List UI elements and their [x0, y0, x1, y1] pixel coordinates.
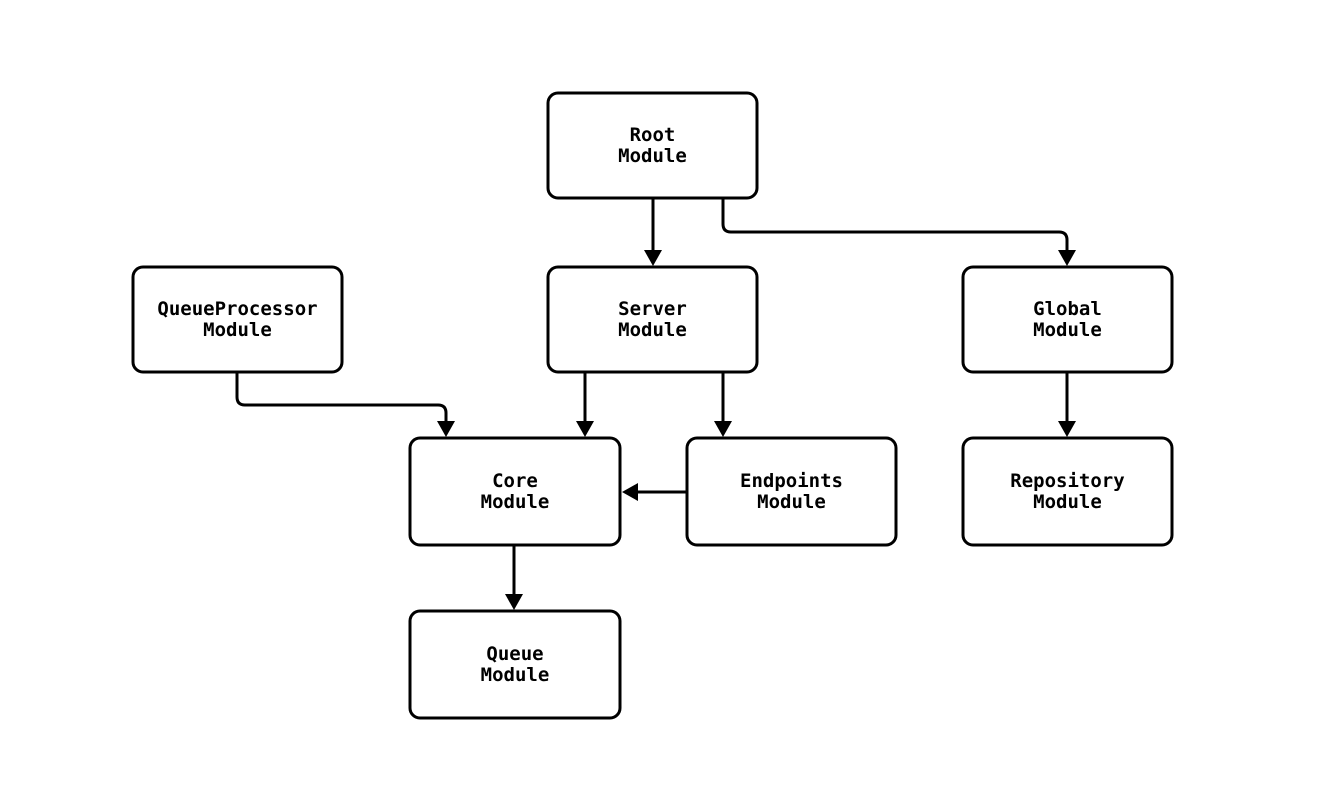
edge-server-to-endpoints: [714, 372, 732, 437]
node-label-line: Module: [1033, 319, 1102, 341]
node-label-line: Endpoints: [740, 470, 843, 492]
node-box: [961, 265, 1174, 374]
node-box: [961, 436, 1174, 547]
edge-root-to-global: [721, 198, 1076, 266]
node-label-line: Module: [618, 319, 687, 341]
node-label-line: QueueProcessor: [157, 298, 317, 320]
node-box: [131, 265, 344, 374]
arrowhead-icon: [622, 483, 638, 501]
edge-global-to-repository: [1058, 372, 1076, 437]
edge-server-to-core: [576, 372, 594, 437]
node-label-line: Server: [618, 298, 687, 320]
node-box: [408, 436, 622, 547]
arrowhead-icon: [505, 594, 523, 610]
arrowhead-icon: [437, 421, 455, 437]
edge-line: [721, 198, 1069, 250]
node-label-line: Root: [630, 124, 676, 146]
node-label-line: Queue: [486, 643, 543, 665]
edge-queueprocessor-to-core: [235, 372, 455, 437]
arrowhead-icon: [644, 250, 662, 266]
node-label-line: Module: [481, 664, 550, 686]
node-label-line: Module: [757, 491, 826, 513]
edge-endpoints-to-core: [622, 483, 687, 501]
arrowhead-icon: [576, 421, 594, 437]
node-label-line: Module: [481, 491, 550, 513]
arrowhead-icon: [1058, 250, 1076, 266]
edge-line: [235, 372, 448, 421]
edge-core-to-queue: [505, 545, 523, 610]
node-box: [685, 436, 898, 547]
node-label-line: Module: [618, 145, 687, 167]
node-box: [546, 91, 759, 200]
node-label-line: Module: [1033, 491, 1102, 513]
node-label-line: Repository: [1010, 470, 1124, 492]
node-label-line: Global: [1033, 298, 1102, 320]
node-box: [546, 265, 759, 374]
arrowhead-icon: [1058, 421, 1076, 437]
node-box: [408, 609, 622, 720]
arrowhead-icon: [714, 421, 732, 437]
node-label-line: Core: [492, 470, 538, 492]
edge-root-to-server: [644, 198, 662, 266]
node-label-line: Module: [203, 319, 272, 341]
